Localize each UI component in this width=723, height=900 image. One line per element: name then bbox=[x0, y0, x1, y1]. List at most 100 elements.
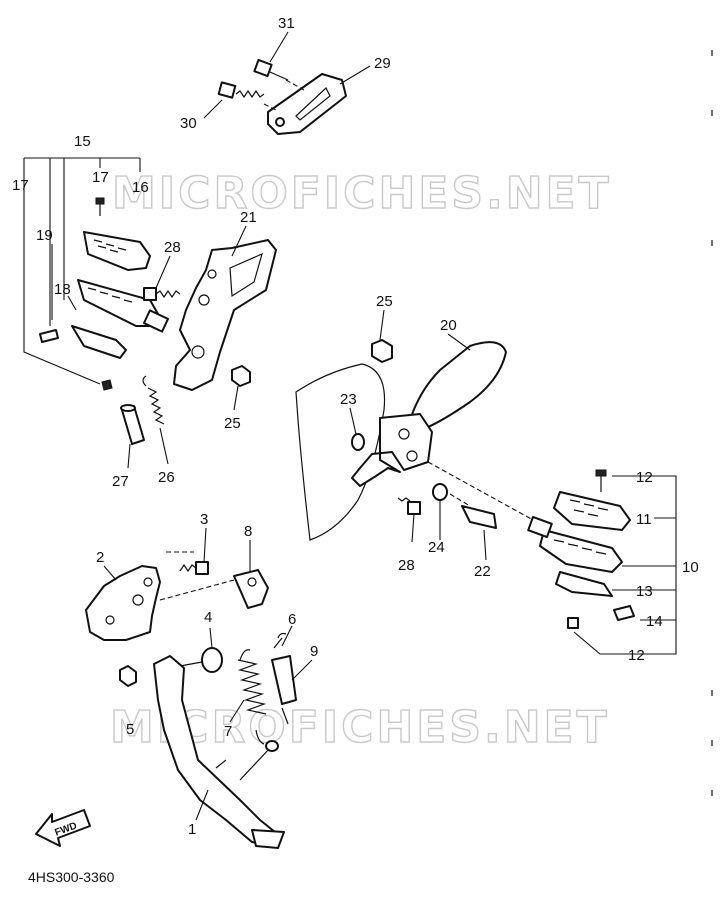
pin-22 bbox=[461, 505, 497, 529]
callout-labels: 31 29 30 15 17 16 17 19 21 28 18 25 20 2… bbox=[12, 15, 699, 838]
callout-23: 23 bbox=[340, 391, 357, 408]
bracket-slot bbox=[295, 87, 331, 121]
leader-lines bbox=[51, 31, 487, 821]
stand-bracket-2 bbox=[85, 565, 161, 641]
leader-20 bbox=[447, 333, 471, 351]
callout-14: 14 bbox=[646, 613, 663, 630]
leader-21 bbox=[231, 225, 247, 257]
bracket-hole-b bbox=[191, 345, 205, 359]
spring-7-hook-bottom bbox=[255, 729, 265, 745]
callout-1: 1 bbox=[188, 821, 196, 838]
stand-tab bbox=[239, 747, 271, 781]
callout-31: 31 bbox=[278, 15, 295, 32]
leader-25-left bbox=[233, 385, 239, 411]
callout-25-left: 25 bbox=[224, 415, 241, 432]
leader-31 bbox=[269, 31, 289, 63]
footpeg-10-pivot bbox=[527, 516, 553, 538]
spring-9-hooks bbox=[273, 637, 289, 725]
stand-tab-end bbox=[265, 740, 279, 752]
mount-hole-a bbox=[398, 428, 410, 440]
bolt-head-28-left bbox=[143, 287, 157, 301]
leader-6 bbox=[281, 625, 293, 647]
callout-21: 21 bbox=[240, 209, 257, 226]
spring-26 bbox=[147, 387, 165, 425]
bolt-17-top bbox=[95, 197, 105, 205]
bracket-lines-15 bbox=[23, 157, 141, 385]
dash-main bbox=[427, 461, 545, 527]
bolt-head-3 bbox=[195, 561, 209, 575]
callout-19: 19 bbox=[36, 227, 53, 244]
right-footrest-assembly bbox=[295, 339, 677, 655]
leader-26 bbox=[159, 427, 169, 465]
bolt-shank-4 bbox=[179, 661, 203, 667]
bolt-thread-28-left bbox=[155, 289, 181, 299]
leader-27 bbox=[127, 443, 131, 469]
spring-7 bbox=[237, 659, 267, 715]
callout-6: 6 bbox=[288, 611, 296, 628]
callout-25-right: 25 bbox=[376, 293, 393, 310]
left-footrest-assembly bbox=[23, 157, 277, 445]
callout-13: 13 bbox=[636, 583, 653, 600]
pin-14 bbox=[613, 605, 635, 621]
collar-24 bbox=[432, 483, 448, 501]
callout-2: 2 bbox=[96, 549, 104, 566]
stand-foot bbox=[251, 829, 285, 849]
bracket-hole-a bbox=[198, 294, 210, 306]
collar-27-top bbox=[120, 404, 136, 412]
footrest-bracket-20 bbox=[409, 341, 507, 429]
leader-28-left bbox=[155, 255, 171, 289]
mount-hole-b bbox=[406, 450, 418, 462]
footrest-bracket-21 bbox=[173, 239, 277, 391]
callout-12-top: 12 bbox=[636, 469, 653, 486]
bolt-head-30 bbox=[217, 81, 237, 99]
pin-19 bbox=[39, 329, 59, 343]
plate-8 bbox=[233, 569, 269, 609]
callout-27: 27 bbox=[112, 473, 129, 490]
spring-26-hook bbox=[142, 375, 147, 387]
stand-bracket-hole-a bbox=[132, 594, 144, 606]
callout-28-left: 28 bbox=[164, 239, 181, 256]
callout-10: 10 bbox=[682, 559, 699, 576]
footpeg-10 bbox=[539, 529, 623, 573]
bolt-12-bottom bbox=[567, 617, 579, 629]
callout-18: 18 bbox=[54, 281, 71, 298]
bolt-head-28-right bbox=[407, 501, 421, 515]
leader-28-right bbox=[411, 513, 415, 543]
leader-30 bbox=[203, 99, 223, 119]
footpeg-rubber-11 bbox=[553, 491, 631, 531]
leader-1 bbox=[195, 789, 209, 821]
plate-13 bbox=[555, 571, 613, 597]
callout-4: 4 bbox=[204, 609, 212, 626]
leader-2 bbox=[103, 565, 117, 581]
stand-bracket-hole-c bbox=[143, 577, 153, 587]
bolt-head-4 bbox=[201, 647, 223, 673]
callout-17-outer: 17 bbox=[12, 177, 29, 194]
dash-30 bbox=[263, 103, 277, 111]
bracket-lines-10 bbox=[573, 475, 677, 655]
leader-3 bbox=[203, 527, 207, 563]
bracket-window bbox=[229, 252, 263, 298]
callout-20: 20 bbox=[440, 317, 457, 334]
nut-25-left bbox=[231, 365, 251, 387]
bolt-thread-3 bbox=[179, 563, 197, 573]
forward-arrow: FWD bbox=[35, 809, 91, 847]
callout-26: 26 bbox=[158, 469, 175, 486]
stand-bracket-hole-b bbox=[105, 615, 115, 625]
callout-12-bottom: 12 bbox=[628, 647, 645, 664]
callout-15: 15 bbox=[74, 133, 91, 150]
stand-pin bbox=[215, 759, 227, 769]
bolt-12-top bbox=[595, 469, 607, 477]
leader-22 bbox=[483, 529, 487, 561]
bolt-lower bbox=[101, 379, 113, 391]
rear-bracket-assembly bbox=[217, 58, 347, 135]
callout-7: 7 bbox=[224, 723, 232, 740]
footpeg-ribs bbox=[87, 287, 133, 303]
leader-4 bbox=[209, 627, 213, 649]
rubber-11-ribs bbox=[569, 499, 609, 517]
spring-7-hook-top bbox=[239, 649, 251, 661]
washer-23 bbox=[351, 433, 365, 451]
callout-11: 11 bbox=[636, 511, 652, 528]
spring-9 bbox=[271, 655, 297, 705]
